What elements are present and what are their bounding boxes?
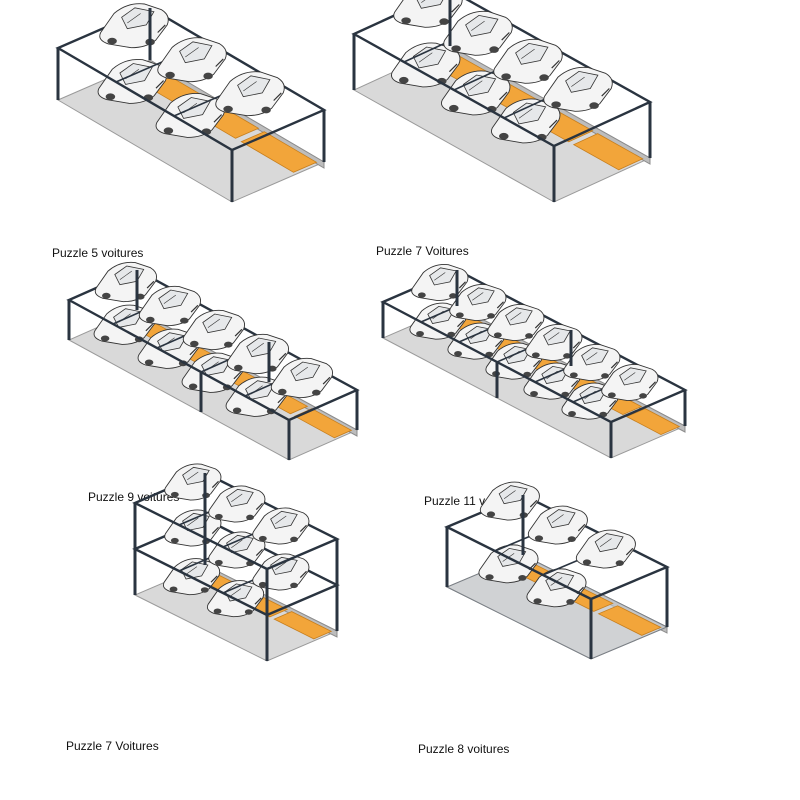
diagram-puzzle-8 <box>435 481 685 750</box>
car-icon <box>208 531 266 569</box>
car-icon <box>441 70 511 116</box>
ground-platform <box>273 611 333 640</box>
car-icon <box>443 10 513 56</box>
car-icon <box>493 38 563 84</box>
car-icon <box>575 529 636 569</box>
car-icon <box>449 284 507 322</box>
caption-puzzle-5: Puzzle 5 voitures <box>52 246 144 260</box>
car-icon <box>525 324 583 362</box>
car-icon <box>393 0 463 28</box>
puzzle-8-illustration <box>444 481 670 660</box>
car-icon <box>543 66 613 112</box>
car-icon <box>563 344 621 382</box>
car-icon <box>479 481 540 521</box>
puzzle-9-illustration <box>66 261 360 461</box>
car-icon <box>138 285 202 327</box>
puzzle-5-illustration <box>55 3 327 203</box>
diagram-puzzle-5 <box>40 3 340 270</box>
ground-platform <box>572 133 644 171</box>
car-icon <box>487 304 545 342</box>
diagram-puzzle-7-b <box>125 463 355 755</box>
car-icon <box>411 264 469 302</box>
car-icon <box>99 3 169 49</box>
puzzle-7-b-illustration <box>132 463 340 662</box>
ground-platform <box>625 408 681 436</box>
diagram-puzzle-11 <box>375 264 705 518</box>
car-icon <box>527 505 588 545</box>
car-icon <box>252 507 310 545</box>
car-icon <box>164 463 222 501</box>
diagram-puzzle-9 <box>55 261 385 520</box>
ground-platform <box>597 605 662 636</box>
car-icon <box>155 92 226 138</box>
car-icon <box>226 333 290 375</box>
car-icon <box>182 309 246 351</box>
caption-puzzle-8: Puzzle 8 voitures <box>418 742 510 756</box>
car-icon <box>215 71 285 117</box>
puzzle-7-a-illustration <box>351 0 653 203</box>
car-icon <box>270 357 334 399</box>
diagram-puzzle-7-a <box>340 0 670 270</box>
caption-puzzle-7-b: Puzzle 7 Voitures <box>66 739 159 753</box>
caption-puzzle-7-a: Puzzle 7 Voitures <box>376 244 469 258</box>
puzzle-11-illustration <box>380 264 688 459</box>
car-icon <box>601 364 659 402</box>
car-icon <box>157 37 227 83</box>
car-icon <box>208 485 266 523</box>
car-icon <box>391 42 461 88</box>
ground-platform <box>240 131 318 173</box>
car-icon <box>491 98 561 144</box>
car-icon <box>252 553 310 591</box>
